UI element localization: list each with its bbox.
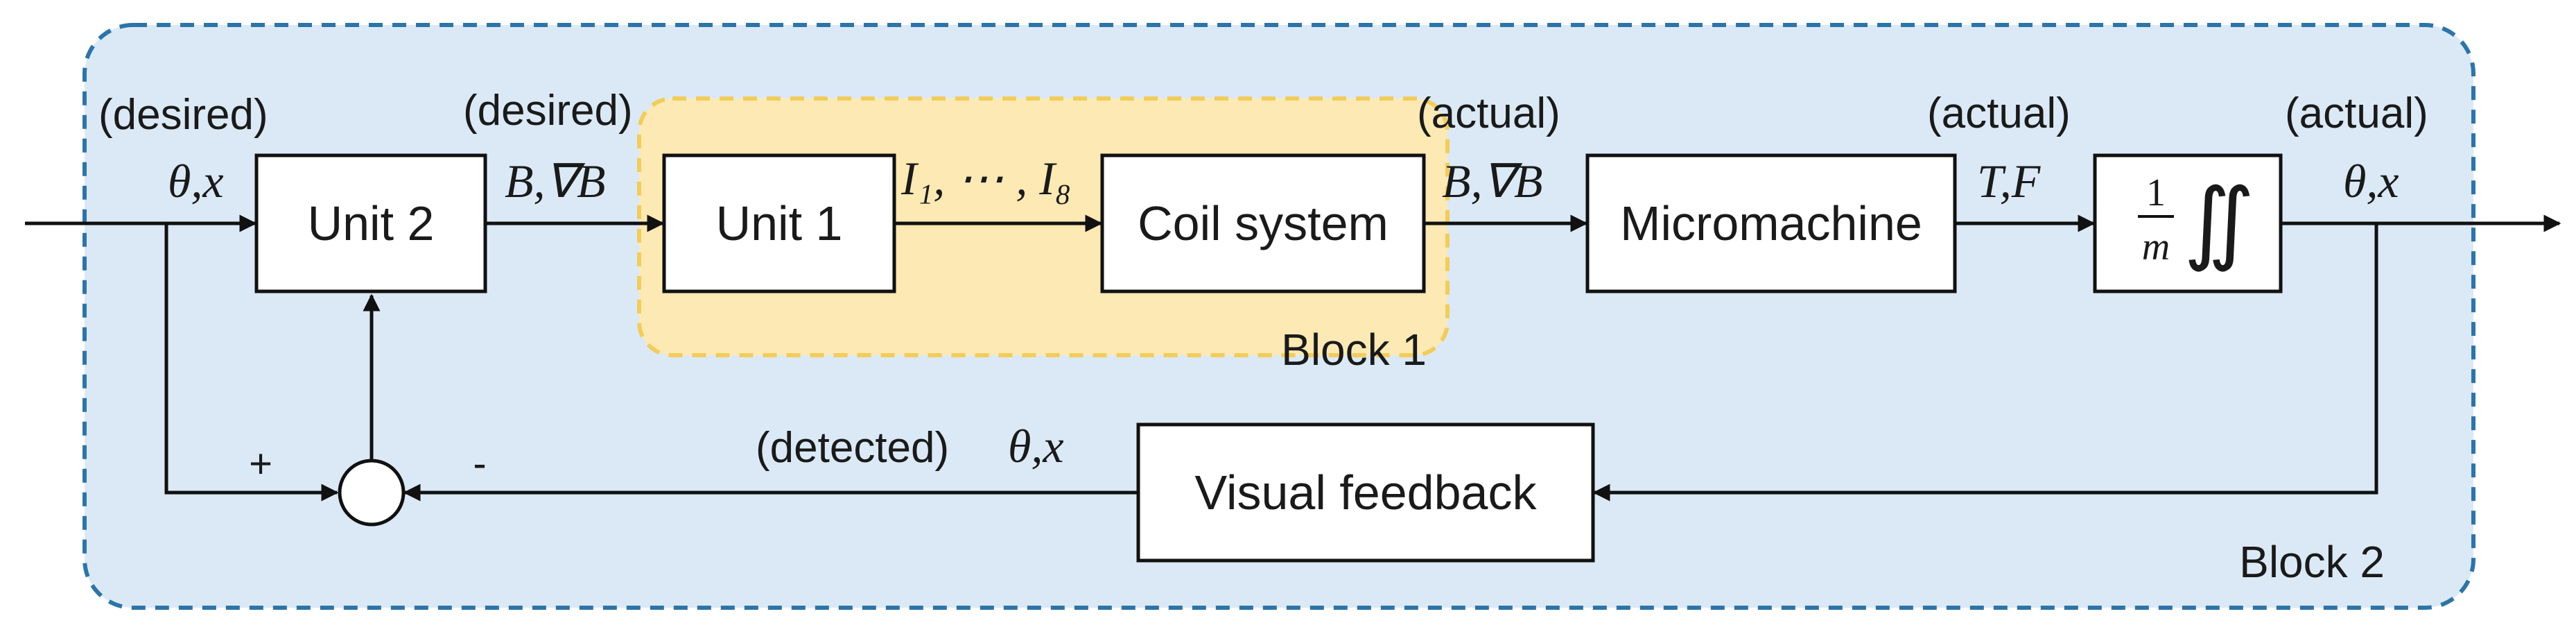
unit2-output-symbol: B,∇B [505,155,606,207]
coil-output-tag: (actual) [1417,89,1560,137]
unit-2-label: Unit 2 [308,196,435,250]
feedback-symbol: θ,x [1008,420,1064,472]
input-branch-wire [164,223,339,502]
integrator-numerator: 1 [2146,171,2166,214]
unit-1-label: Unit 1 [716,196,843,250]
coil-output-symbol: B,∇B [1442,155,1543,207]
unit1-output-symbol: I₁, ⋯ , I₈ [900,152,1072,205]
unit2-output-tag: (desired) [463,87,633,135]
minus-sign: - [473,441,486,486]
unit-2-box [254,153,487,293]
integrator-denominator: m [2142,225,2170,268]
feedback-tag: (detected) [756,424,949,472]
output-feedback-wire [1592,223,2378,502]
output-symbol: θ,x [2343,155,2399,207]
micromachine-output-symbol: T,F [1977,155,2042,207]
visual-feedback-box [1136,422,1595,563]
block-2-label: Block 2 [2239,537,2385,587]
coil-system-label: Coil system [1138,196,1389,250]
visual-feedback-label: Visual feedback [1195,466,1538,520]
double-integral-symbol: ∬ [2184,173,2255,273]
micromachine-box [1585,153,1957,293]
coil-system-box [1100,153,1426,293]
block-1-label: Block 1 [1281,325,1427,375]
micromachine-label: Micromachine [1620,196,1922,250]
summing-junction [338,459,406,527]
unit-1-box [662,153,896,293]
integrator-box [2093,153,2283,293]
plus-sign: + [249,441,272,486]
input-symbol: θ,x [168,155,224,207]
micromachine-output-tag: (actual) [1927,89,2071,137]
input-tag: (desired) [98,91,268,139]
output-tag: (actual) [2285,89,2428,137]
